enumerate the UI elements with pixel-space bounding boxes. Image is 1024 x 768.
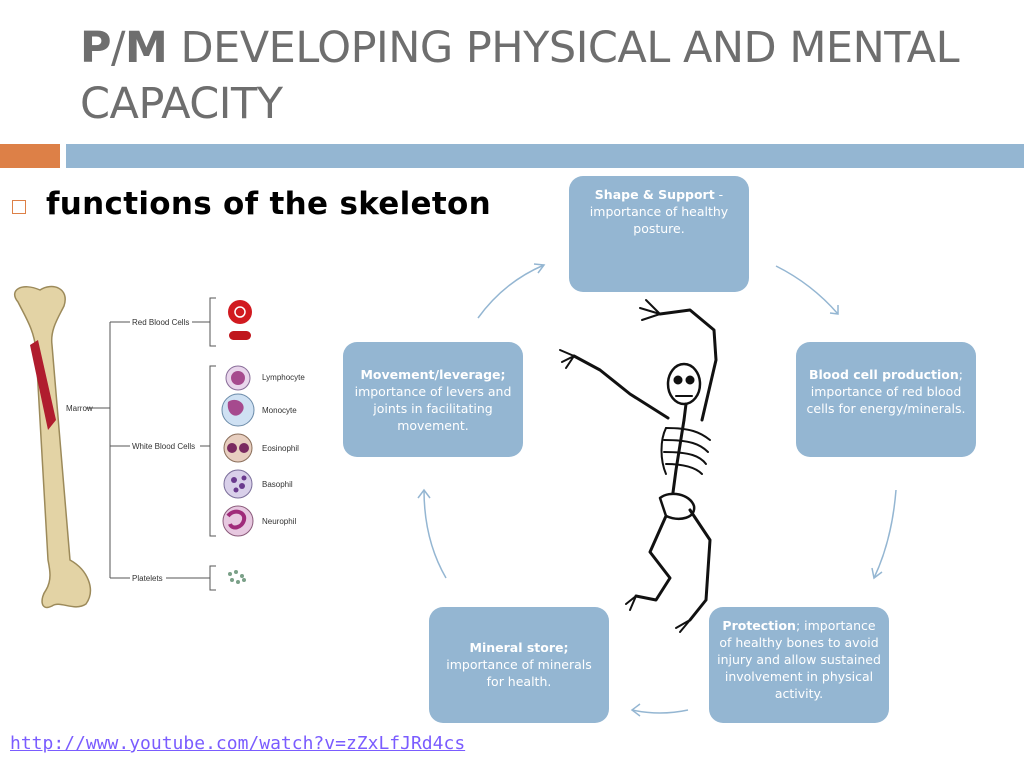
skeleton-illustration bbox=[559, 299, 718, 633]
bullet-text: functions of the skeleton bbox=[46, 186, 491, 222]
label-white-blood-cells: White Blood Cells bbox=[132, 442, 195, 451]
label-platelets: Platelets bbox=[132, 574, 163, 583]
bullet-icon bbox=[12, 200, 26, 214]
box-blood-cell-production: Blood cell production; importance of red… bbox=[796, 342, 976, 457]
box-protection: Protection; importance of healthy bones … bbox=[709, 607, 889, 723]
box-mineral-store: Mineral store; importance of minerals fo… bbox=[429, 607, 609, 723]
box-shape-support-head: Shape & Support bbox=[594, 187, 715, 202]
title-rest: DEVELOPING PHYSICAL AND MENTAL CAPACITY bbox=[80, 23, 960, 129]
accent-bar-blue bbox=[66, 144, 1024, 168]
label-eosinophil: Eosinophil bbox=[262, 444, 299, 453]
box-movement-head: Movement/leverage; bbox=[360, 367, 506, 382]
label-marrow: Marrow bbox=[66, 404, 93, 413]
youtube-link[interactable]: http://www.youtube.com/watch?v=zZxLfJRd4… bbox=[10, 733, 466, 754]
box-protection-text: ; importance of healthy bones to avoid i… bbox=[717, 618, 881, 701]
box-movement-text: importance of levers and joints in facil… bbox=[354, 384, 512, 433]
femur-image bbox=[13, 285, 91, 609]
white-blood-cell-icons bbox=[221, 365, 255, 537]
title-m: M bbox=[125, 23, 168, 73]
title-slash: / bbox=[111, 23, 126, 73]
marrow-tree bbox=[86, 297, 216, 591]
label-lymphocyte: Lymphocyte bbox=[262, 373, 305, 382]
box-movement-leverage: Movement/leverage; importance of levers … bbox=[343, 342, 523, 457]
box-blood-cell-text: ; importance of red blood cells for ener… bbox=[806, 367, 966, 416]
box-protection-head: Protection bbox=[722, 618, 796, 633]
title-p: P bbox=[80, 23, 112, 73]
slide-title: P/M DEVELOPING PHYSICAL AND MENTAL CAPAC… bbox=[80, 20, 980, 132]
label-monocyte: Monocyte bbox=[262, 406, 297, 415]
box-mineral-text: importance of minerals for health. bbox=[446, 657, 592, 689]
box-shape-support-text: - importance of healthy posture. bbox=[589, 187, 729, 236]
box-shape-support: Shape & Support - importance of healthy … bbox=[569, 176, 749, 292]
red-blood-cell-icon bbox=[228, 300, 252, 340]
box-blood-cell-head: Blood cell production bbox=[808, 367, 959, 382]
accent-bar-orange bbox=[0, 144, 60, 168]
cycle-arrows bbox=[417, 263, 897, 717]
label-basophil: Basophil bbox=[262, 480, 293, 489]
box-mineral-head: Mineral store; bbox=[469, 640, 569, 655]
platelets-icon bbox=[228, 570, 246, 584]
label-red-blood-cells: Red Blood Cells bbox=[132, 318, 189, 327]
label-neurophil: Neurophil bbox=[262, 517, 296, 526]
